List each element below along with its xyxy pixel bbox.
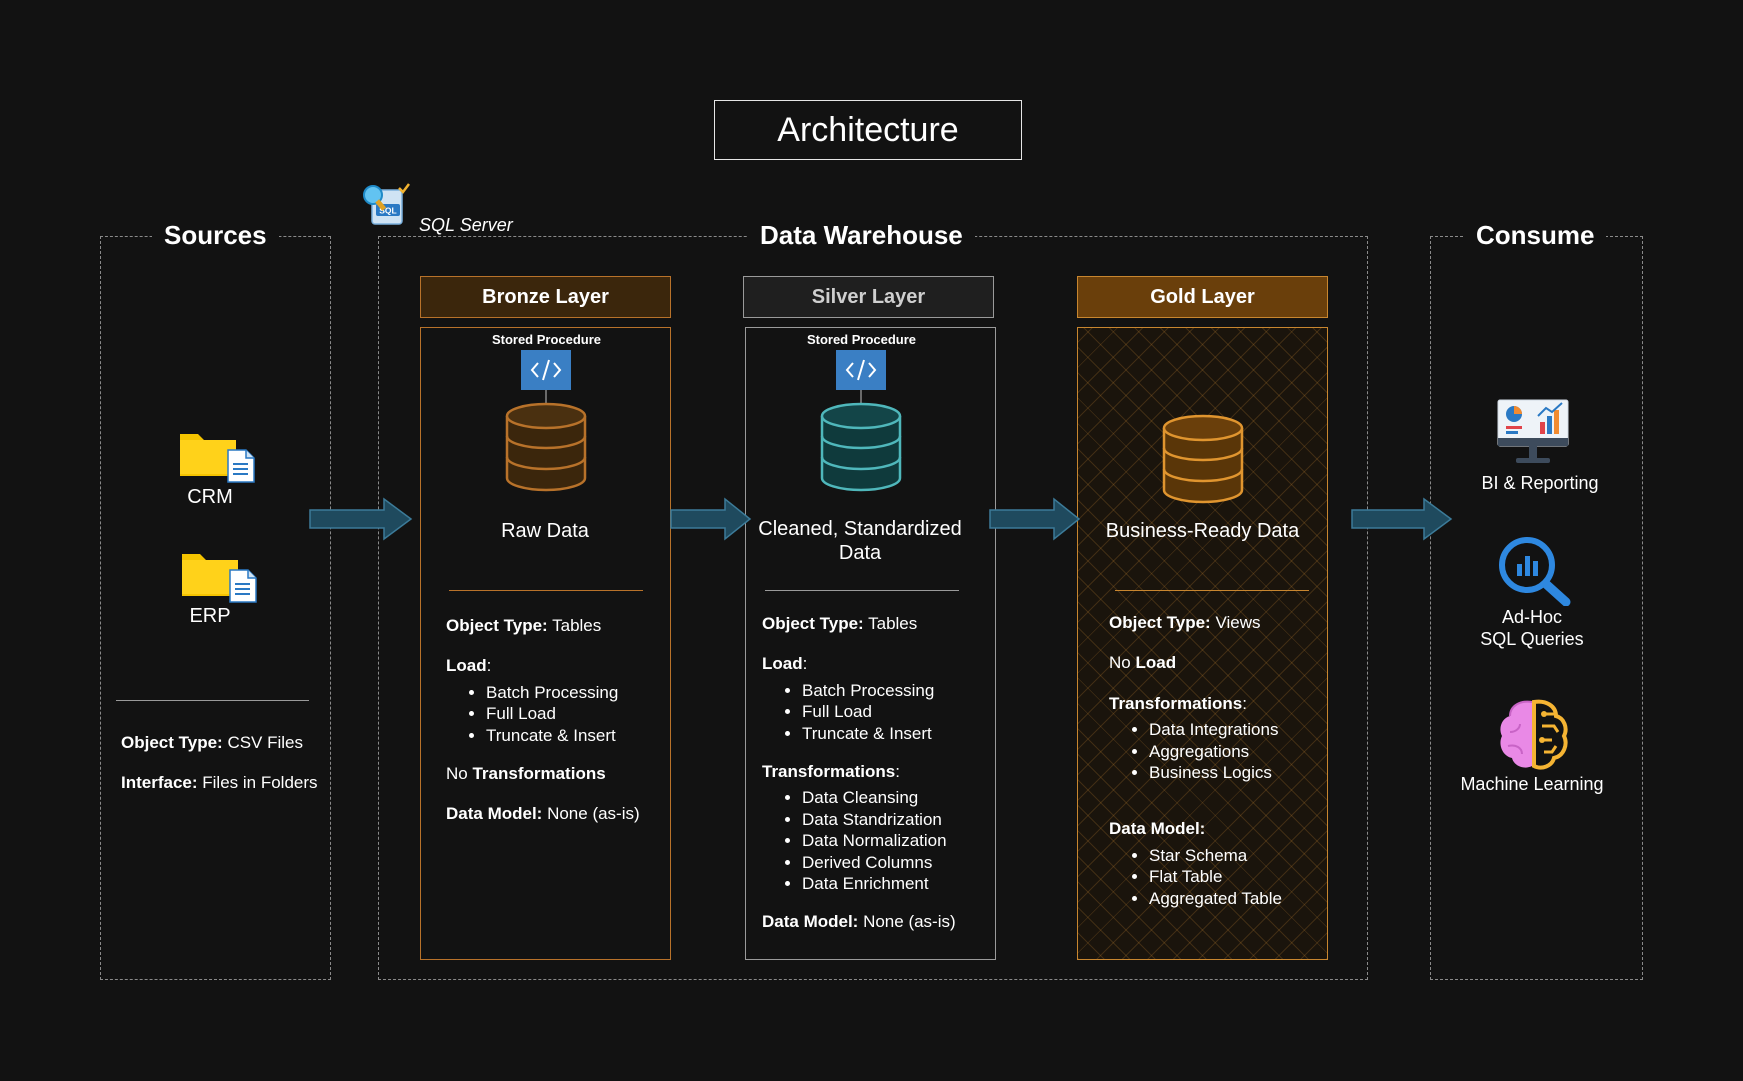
bronze-load-item: Batch Processing bbox=[486, 683, 666, 703]
sources-divider bbox=[116, 700, 309, 701]
bronze-divider bbox=[449, 590, 643, 591]
bronze-layer-body bbox=[420, 327, 671, 960]
silver-transform-item: Data Enrichment bbox=[802, 874, 987, 894]
consume-bi-label: BI & Reporting bbox=[1481, 473, 1599, 493]
gold-database-icon bbox=[1161, 414, 1245, 510]
bronze-info: Object Type: Tables Load: Batch Processi… bbox=[446, 616, 666, 825]
diagram-title: Architecture bbox=[714, 100, 1022, 160]
arrow-sources-to-bronze bbox=[309, 497, 413, 546]
silver-code-icon bbox=[836, 350, 886, 390]
machine-learning-brain-icon bbox=[1496, 698, 1570, 770]
gold-data-model-item: Aggregated Table bbox=[1149, 889, 1324, 909]
source-erp-label: ERP bbox=[189, 605, 231, 627]
crm-folder-icon bbox=[178, 428, 262, 484]
silver-transform-item: Data Cleansing bbox=[802, 788, 987, 808]
silver-load-item: Full Load bbox=[802, 702, 987, 722]
silver-load-item: Truncate & Insert bbox=[802, 724, 987, 744]
sql-server-label: SQL Server bbox=[419, 215, 513, 235]
silver-load-item: Batch Processing bbox=[802, 681, 987, 701]
bronze-database-icon bbox=[504, 390, 588, 510]
erp-folder-icon bbox=[180, 548, 264, 604]
sql-server-icon: SQL bbox=[360, 180, 410, 228]
ad-hoc-query-icon bbox=[1496, 534, 1572, 607]
silver-database-icon bbox=[819, 390, 903, 510]
silver-description: Cleaned, Standardized Data bbox=[758, 518, 962, 564]
bronze-load-item: Truncate & Insert bbox=[486, 726, 666, 746]
gold-description: Business-Ready Data bbox=[1105, 520, 1300, 542]
source-crm-label: CRM bbox=[187, 486, 233, 508]
gold-transform-item: Data Integrations bbox=[1149, 720, 1324, 740]
gold-transform-item: Aggregations bbox=[1149, 742, 1324, 762]
gold-data-model-item: Flat Table bbox=[1149, 867, 1324, 887]
bronze-layer-header: Bronze Layer bbox=[420, 276, 671, 318]
arrow-silver-to-gold bbox=[989, 497, 1081, 546]
silver-layer-body bbox=[745, 327, 996, 960]
silver-transform-item: Data Normalization bbox=[802, 831, 987, 851]
svg-text:SQL: SQL bbox=[379, 206, 396, 216]
bronze-stored-procedure-label: Stored Procedure bbox=[491, 332, 602, 347]
arrow-gold-to-consume bbox=[1351, 497, 1453, 546]
gold-info: Object Type: Views No Load Transformatio… bbox=[1109, 613, 1324, 910]
silver-transform-item: Derived Columns bbox=[802, 853, 987, 873]
bronze-load-item: Full Load bbox=[486, 704, 666, 724]
sources-info: Object Type: CSV Files Interface: Files … bbox=[121, 733, 318, 793]
consume-title: Consume bbox=[1464, 220, 1607, 251]
gold-divider bbox=[1115, 590, 1309, 591]
consume-ml-label: Machine Learning bbox=[1460, 774, 1604, 794]
gold-layer-header: Gold Layer bbox=[1077, 276, 1328, 318]
silver-transform-item: Data Standrization bbox=[802, 810, 987, 830]
gold-data-model-item: Star Schema bbox=[1149, 846, 1324, 866]
arrow-bronze-to-silver bbox=[670, 497, 752, 546]
bronze-code-icon bbox=[521, 350, 571, 390]
silver-info: Object Type: Tables Load: Batch Processi… bbox=[762, 614, 987, 933]
consume-adhoc-label: Ad-Hoc SQL Queries bbox=[1480, 607, 1584, 649]
warehouse-title: Data Warehouse bbox=[748, 220, 975, 251]
silver-divider bbox=[765, 590, 959, 591]
bi-reporting-icon bbox=[1496, 398, 1570, 468]
silver-stored-procedure-label: Stored Procedure bbox=[806, 332, 917, 347]
silver-layer-header: Silver Layer bbox=[743, 276, 994, 318]
bronze-description: Raw Data bbox=[501, 520, 589, 542]
sources-title: Sources bbox=[152, 220, 279, 251]
gold-transform-item: Business Logics bbox=[1149, 763, 1324, 783]
